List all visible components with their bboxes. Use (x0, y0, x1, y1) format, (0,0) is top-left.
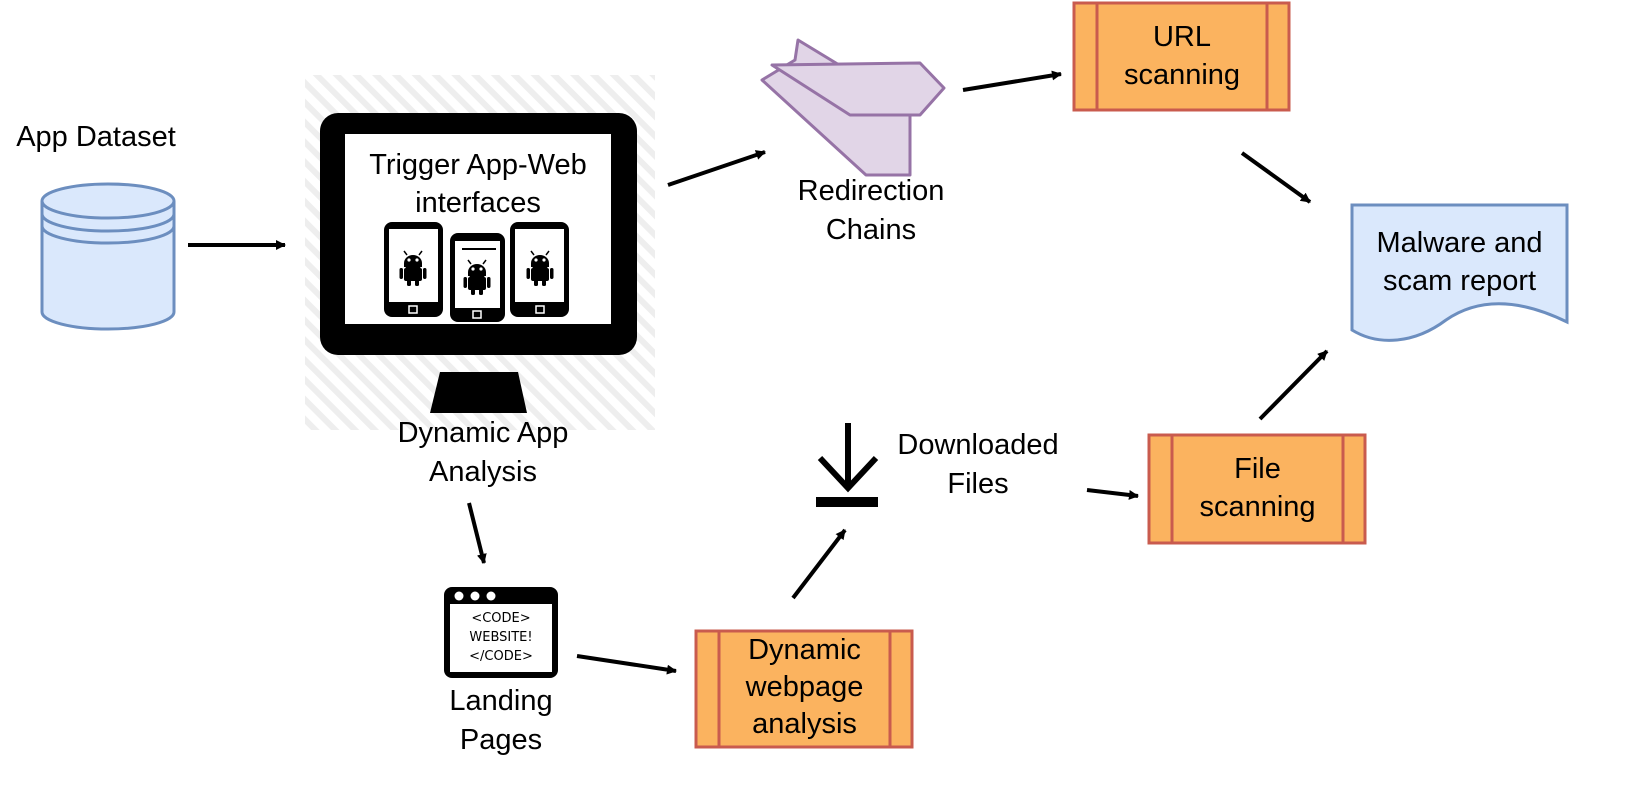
downloaded-files-label: Downloaded Files (878, 426, 1078, 504)
downloaded-files-line-1: Downloaded (897, 429, 1059, 461)
dynamic-app-analysis-line-1: Dynamic App (397, 417, 569, 449)
arrow-file-scanning-to-report (1258, 349, 1329, 421)
report-line-1: Malware and (1376, 227, 1543, 259)
dynamic-webpage-line-2: webpage (745, 671, 864, 703)
download-icon (816, 423, 879, 507)
flow-arrows (188, 70, 1329, 675)
screen-title-line-1: Trigger App-Web (369, 149, 587, 181)
browser-code-line-3: </CODE> (469, 649, 533, 664)
screen-title-line-2: interfaces (415, 187, 541, 219)
report-label: Malware and scam report (1352, 224, 1567, 300)
browser-code-line-1: <CODE> (471, 611, 531, 626)
arrow-analysis-to-redirection (667, 150, 766, 187)
redirection-chains-line-2: Chains (825, 214, 917, 246)
arrow-webpage-analysis-to-download (791, 528, 847, 600)
app-dataset-label: App Dataset (0, 118, 192, 157)
redirection-chains-label: Redirection Chains (771, 172, 971, 250)
browser-window-icon (444, 587, 558, 678)
browser-code-line-2: WEBSITE! (469, 630, 533, 645)
file-scanning-line-1: File (1234, 453, 1281, 485)
report-line-2: scam report (1382, 265, 1537, 297)
arrow-landing-to-webpage-analysis (576, 654, 677, 675)
arrow-downloaded-to-file-scanning (1086, 488, 1139, 500)
redirection-chains-line-1: Redirection (797, 175, 945, 207)
dynamic-app-analysis-label: Dynamic App Analysis (370, 414, 596, 492)
database-icon (40, 182, 176, 331)
dynamic-webpage-line-1: Dynamic (748, 634, 861, 666)
landing-pages-label: Landing Pages (421, 682, 581, 760)
file-scanning-box (1147, 433, 1367, 545)
file-scanning-label: File scanning (1172, 450, 1343, 526)
landing-pages-line-1: Landing (449, 685, 553, 717)
browser-code-text: <CODE> WEBSITE! </CODE> (450, 609, 552, 666)
dynamic-app-analysis-line-2: Analysis (429, 456, 537, 488)
url-scanning-line-2: scanning (1123, 59, 1241, 91)
redirect-arrows-icon (760, 38, 946, 177)
dynamic-webpage-analysis-label: Dynamic webpage analysis (719, 632, 890, 743)
downloaded-files-line-2: Files (947, 468, 1009, 500)
app-dataset-label-text: App Dataset (16, 121, 176, 153)
dynamic-webpage-analysis-box (694, 629, 914, 749)
arrow-redirection-to-url-scanning (962, 70, 1062, 92)
landing-pages-line-2: Pages (459, 724, 543, 756)
document-icon (1350, 203, 1569, 342)
arrow-analysis-to-landing (467, 502, 487, 564)
url-scanning-label: URL scanning (1097, 18, 1267, 94)
dynamic-webpage-line-3: analysis (752, 708, 857, 740)
screen-title: Trigger App-Web interfaces (340, 146, 616, 222)
url-scanning-box (1072, 1, 1291, 112)
arrow-url-scanning-to-report (1240, 151, 1312, 204)
url-scanning-line-1: URL (1152, 21, 1211, 53)
android-phone-icon (384, 222, 569, 322)
file-scanning-line-2: scanning (1199, 491, 1316, 523)
